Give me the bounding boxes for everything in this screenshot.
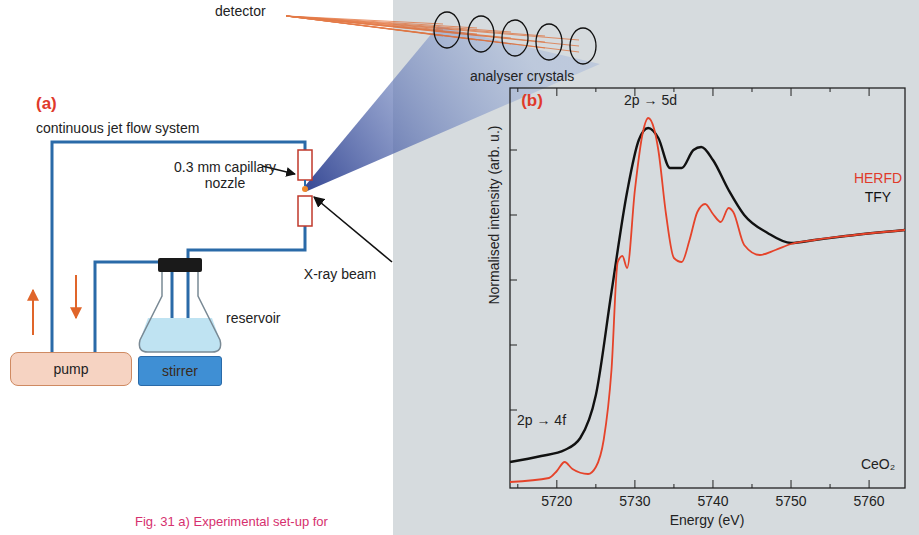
x-tick: [595, 88, 596, 92]
detector-label: detector: [215, 3, 266, 19]
plot-frame: [510, 88, 905, 488]
x-tick: [751, 88, 752, 92]
reservoir-label: reservoir: [226, 310, 280, 326]
x-tick: [712, 480, 713, 488]
x-tick: [634, 480, 635, 488]
flow-arrow: [32, 290, 34, 335]
drawing-ellipse: [570, 28, 596, 64]
series-label: HERFD: [854, 170, 902, 186]
series-label: TFY: [865, 189, 891, 205]
x-tick: [673, 484, 674, 488]
tick-label: 5750: [775, 493, 806, 509]
x-tick: [712, 88, 713, 96]
x-tick: [556, 88, 557, 96]
x-tick: [791, 480, 792, 488]
tick-label: 5730: [619, 493, 650, 509]
crystals-label: analyser crystals: [470, 68, 574, 84]
x-tick: [830, 484, 831, 488]
drawing-path: [52, 142, 305, 352]
transition-label: 2p → 4f: [517, 412, 566, 428]
y-tick: [510, 150, 517, 151]
drawing-path: [188, 226, 305, 330]
drawing-ellipse: [468, 16, 494, 52]
stirrer-box: stirrer: [138, 356, 222, 386]
tick-label: 5740: [697, 493, 728, 509]
tfy-curve: [510, 128, 905, 462]
tick-label: 5760: [854, 493, 885, 509]
jet: [304, 180, 306, 186]
stopper: [158, 258, 202, 272]
jet-spot: [302, 186, 308, 192]
flow-arrow: [75, 275, 77, 318]
detector-rays: [286, 16, 579, 52]
x-tick: [869, 88, 870, 96]
drawing-ellipse: [434, 12, 460, 48]
reservoir-flask: [139, 270, 220, 352]
x-tick: [517, 484, 518, 488]
pipes: [52, 142, 305, 352]
y-tick: [510, 215, 517, 216]
transition-label: 2p → 5d: [624, 92, 677, 108]
y-tick: [510, 280, 517, 281]
analyser-crystals: [434, 12, 596, 64]
liquid: [139, 318, 220, 352]
x-tick: [791, 88, 792, 96]
caption-fragment: Fig. 31 a) Experimental set-up for: [135, 515, 328, 530]
y-tick: [510, 410, 517, 411]
x-tick: [595, 484, 596, 488]
scattered-beam: [305, 26, 600, 192]
herfd-curve: [510, 118, 905, 482]
nozzle-upper: [298, 150, 312, 180]
tick-label: 5720: [541, 493, 572, 509]
panel-letter: (b): [521, 91, 543, 111]
detector-ray: [286, 16, 579, 52]
node-text: stirrer: [162, 363, 198, 379]
nozzle-label: 0.3 mm capillary nozzle: [160, 159, 290, 191]
spectra: [510, 118, 905, 482]
axis-ticks: [510, 88, 869, 488]
beam-pointer: [314, 197, 392, 262]
x-tick: [556, 480, 557, 488]
detector-ray: [286, 16, 579, 46]
system-title: continuous jet flow system: [36, 120, 199, 136]
y-axis-title: Normalised intensity (arb. u.): [486, 126, 502, 305]
x-tick: [751, 484, 752, 488]
nozzle-lower: [298, 196, 312, 226]
drawing-ellipse: [536, 24, 562, 60]
detector-ray: [286, 16, 579, 40]
sample-label: CeO₂: [861, 456, 895, 472]
x-tick: [830, 88, 831, 92]
x-tick: [673, 88, 674, 92]
x-axis-title: Energy (eV): [670, 512, 745, 528]
drawing-ellipse: [502, 20, 528, 56]
node-text: pump: [53, 361, 88, 377]
panel-letter: (a): [36, 94, 57, 114]
y-tick: [510, 345, 517, 346]
beam-label: X-ray beam: [304, 266, 376, 282]
x-tick: [517, 88, 518, 92]
x-tick: [869, 480, 870, 488]
pump-box: pump: [10, 352, 132, 386]
